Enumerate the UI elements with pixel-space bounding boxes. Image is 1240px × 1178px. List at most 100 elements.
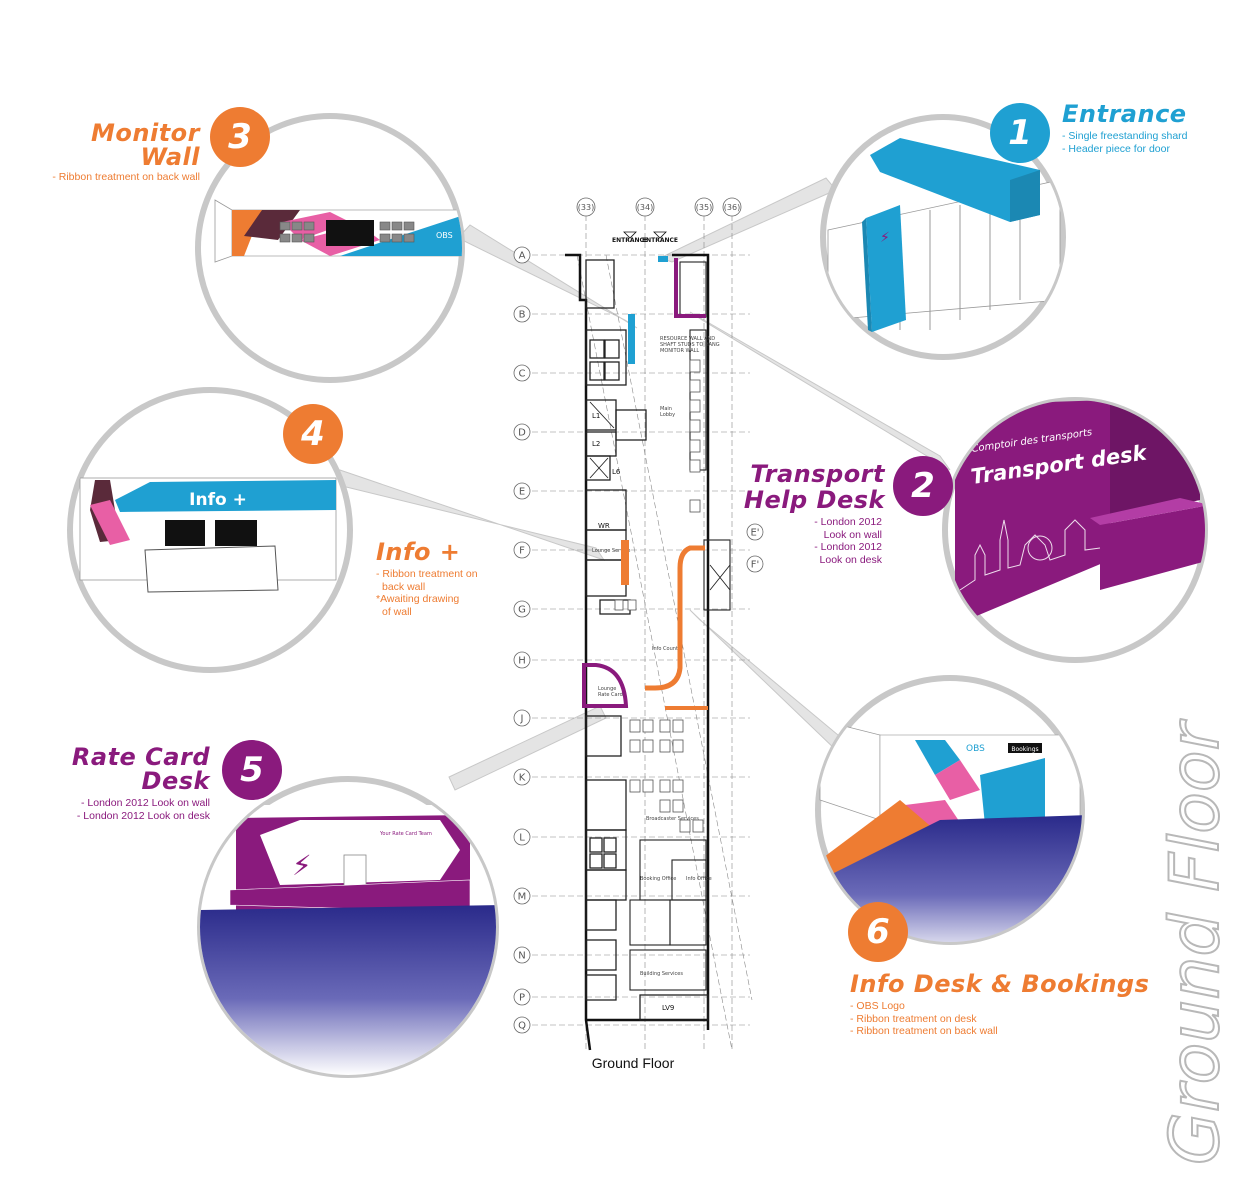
service-rooms [585, 259, 709, 1021]
callout-2-line: Look on wall [823, 528, 882, 541]
callout-4-line: back wall [382, 580, 426, 593]
grid-row-bubble: K [513, 768, 531, 786]
callout-5-text: Rate Card Desk - London 2012 Look on wal… [20, 745, 210, 822]
connector-6 [689, 609, 851, 753]
svg-text:Booking Office: Booking Office [640, 876, 676, 882]
callout-number-2: 2 [893, 456, 953, 516]
grid-row-label: B [519, 310, 526, 321]
rate-team-sign: Your Rate Card Team [379, 831, 432, 837]
callout-1-line: - Single freestanding shard [1062, 130, 1188, 142]
callout-number-1: 1 [990, 103, 1050, 163]
room-tag: L6 [612, 468, 621, 476]
svg-text:Rate Card: Rate Card [598, 692, 623, 698]
entrance-arrow-1 [623, 231, 637, 239]
grid-side-bubble: E' [746, 523, 764, 541]
grid-row-label: F [519, 546, 525, 557]
callout-1-text: Entrance - Single freestanding shard - H… [1062, 102, 1188, 155]
monitor-screens [279, 221, 415, 243]
callout-number-3: 3 [210, 107, 270, 167]
plan-highlights [582, 256, 708, 710]
london2012-logo: ⚡ [292, 849, 312, 882]
grid-column-bubble: (34) [635, 197, 655, 217]
callout-1-line: - Header piece for door [1062, 142, 1170, 155]
svg-text:Main: Main [660, 406, 672, 412]
callout-4-text: Info + - Ribbon treatment on back wall *… [376, 540, 478, 618]
entrance-view: ⚡ [820, 114, 1066, 360]
number-1-text: 1 [1008, 113, 1032, 153]
grid-column-bubble: (33) [576, 197, 596, 217]
callout-4-line: of wall [382, 605, 412, 618]
callout-6-text: Info Desk & Bookings - OBS Logo - Ribbon… [850, 972, 1149, 1038]
grid-row-bubble: D [513, 423, 531, 441]
info-desk [144, 545, 279, 593]
monitor-wall-mark [628, 314, 635, 364]
grid-row-label: P [519, 993, 525, 1004]
callout-number-6: 6 [848, 902, 908, 962]
callout-number-5: 5 [222, 740, 282, 800]
number-6-text: 6 [866, 912, 890, 952]
grid-row-label: D [518, 428, 526, 439]
callout-4-title: Info + [376, 538, 461, 566]
info-plus-mark [621, 540, 629, 585]
grid-row-label: J [520, 714, 524, 725]
stair-symbols [589, 401, 731, 591]
entrance-shard [866, 205, 906, 332]
connector-5 [448, 705, 607, 791]
callout-5-line: - London 2012 Look on desk [76, 809, 210, 822]
callout-2-line: - London 2012 [814, 541, 882, 553]
monitor-wall-view: OBS [195, 113, 465, 383]
callout-3-text: Monitor Wall - Ribbon treatment on back … [30, 121, 200, 184]
grid-row-bubble: H [513, 651, 531, 669]
svg-text:MONITOR WALL: MONITOR WALL [660, 348, 699, 354]
right-offices [629, 261, 731, 991]
entrance-header-piece [870, 138, 1040, 222]
callout-1-title: Entrance [1062, 100, 1187, 128]
room-tag: LV9 [662, 1004, 674, 1012]
number-5-text: 5 [240, 750, 264, 790]
grid-row-label: C [519, 369, 526, 380]
ground-floor-plan: RESOURCE WALL AND SHAFT STUDS TO HANG MO… [532, 215, 753, 1051]
svg-text:Building Services: Building Services [640, 971, 683, 977]
grid-row-bubble: F [513, 541, 531, 559]
room-tag: L1 [592, 412, 600, 420]
transport-wall [955, 400, 1110, 625]
info-plus-sign: Info + [189, 490, 247, 510]
grid-row-bubble: N [513, 946, 531, 964]
callout-6-title: Info Desk & Bookings [850, 970, 1150, 998]
grid-row-label: G [518, 605, 526, 616]
room-labels: RESOURCE WALL AND SHAFT STUDS TO HANG MO… [592, 336, 720, 977]
number-2-text: 2 [911, 466, 935, 506]
info-plus-ribbon [115, 480, 336, 512]
callout-2-text: Transport Help Desk - London 2012 Look o… [740, 462, 885, 566]
callout-2-title-line2: Help Desk [743, 486, 885, 514]
callout-connectors [333, 177, 951, 791]
grid-column-label: (34) [637, 203, 653, 212]
rate-card-view: Your Rate Card Team ⚡ [197, 776, 499, 1078]
callout-6-desc: - OBS Logo - Ribbon treatment on desk - … [850, 1000, 1149, 1038]
grid-row-bubble: P [513, 988, 531, 1006]
callout-5-title: Rate Card Desk [71, 743, 210, 795]
svg-text:Lounge: Lounge [598, 686, 616, 692]
grid-row-bubble: L [513, 828, 531, 846]
callout-6-line: - Ribbon treatment on back wall [850, 1025, 998, 1037]
svg-text:Lounge Service: Lounge Service [592, 548, 630, 554]
transport-desk-mark [674, 258, 706, 318]
skyline-icon [959, 519, 1101, 591]
info-screen-left [165, 520, 205, 546]
grid-row-bubble: M [513, 887, 531, 905]
grid-row-label: N [518, 951, 525, 962]
callout-4-desc: - Ribbon treatment on back wall *Awaitin… [376, 568, 478, 618]
grid-column-bubble: (35) [694, 197, 714, 217]
grid-row-bubble: E [513, 482, 531, 500]
callout-2-title: Transport [750, 460, 885, 488]
grid-column-label: (35) [696, 203, 712, 212]
callout-4-line: - Ribbon treatment on [376, 568, 478, 580]
room-tag: L2 [592, 440, 600, 448]
entrance-arrow-2 [653, 231, 667, 239]
plan-room-tags: L1 L2 L6 WR LV9 [592, 412, 674, 1012]
desk-blocks [614, 359, 704, 833]
svg-text:SHAFT STUDS TO HANG: SHAFT STUDS TO HANG [660, 342, 720, 348]
entrance-label: ENTRANCE [612, 237, 648, 244]
